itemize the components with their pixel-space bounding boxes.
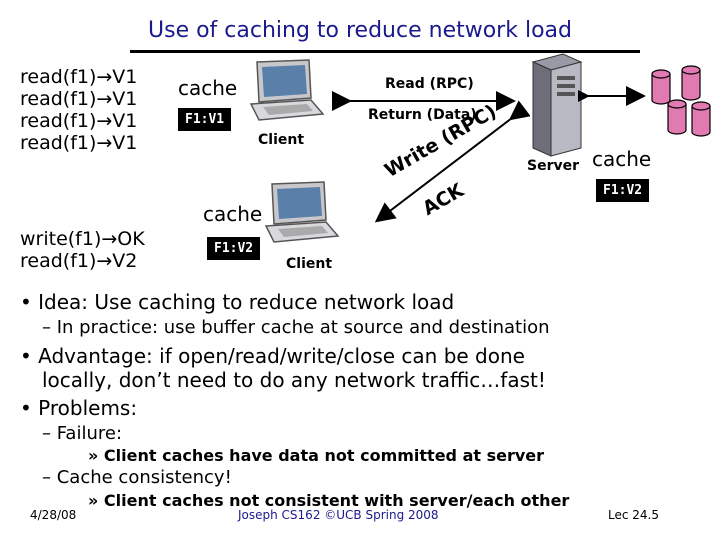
footer-date: 4/28/08 xyxy=(30,508,77,522)
footer-credit: Joseph CS162 ©UCB Spring 2008 xyxy=(238,508,439,522)
bullet-failure: – Failure: xyxy=(42,423,123,444)
op-line: read(f1)→V2 xyxy=(20,250,138,272)
client1-label: Client xyxy=(258,132,305,148)
op-line: read(f1)→V1 xyxy=(20,110,138,132)
client2-label: Client xyxy=(286,256,333,272)
bullet-failure-detail: » Client caches have data not committed … xyxy=(88,446,545,465)
op-line: write(f1)→OK xyxy=(20,228,145,250)
client1-cache-value: F1:V1 xyxy=(178,108,232,131)
return-data-label: Return (Data) xyxy=(368,107,477,123)
bullet-problems: • Problems: xyxy=(20,396,138,420)
bullet-advantage-line1: • Advantage: if open/read/write/close ca… xyxy=(20,344,525,368)
server-cache-value: F1:V2 xyxy=(596,179,650,202)
server-label: Server xyxy=(527,158,580,174)
laptop-icon xyxy=(264,181,340,243)
laptop-icon xyxy=(249,59,325,121)
bullet-consistency-detail: » Client caches not consistent with serv… xyxy=(88,491,570,510)
op-line: read(f1)→V1 xyxy=(20,132,138,154)
bullet-idea: • Idea: Use caching to reduce network lo… xyxy=(20,290,455,314)
read-rpc-label: Read (RPC) xyxy=(385,76,474,92)
ops-top-list: read(f1)→V1 read(f1)→V1 read(f1)→V1 read… xyxy=(20,66,137,154)
client2-cache-value: F1:V2 xyxy=(207,237,261,260)
title-rule xyxy=(130,50,640,53)
bullet-consistency: – Cache consistency! xyxy=(42,467,232,488)
slide-title: Use of caching to reduce network load xyxy=(148,18,572,43)
footer-lecture: Lec 24.5 xyxy=(608,508,659,522)
ops-bottom-list: write(f1)→OK read(f1)→V2 xyxy=(20,228,145,272)
bullet-advantage-line2: locally, don’t need to do any network tr… xyxy=(42,368,546,392)
server-icon xyxy=(531,53,583,157)
client2-cache-label: cache xyxy=(203,202,263,226)
rpc-arrows xyxy=(332,91,530,223)
disk-arrow xyxy=(578,86,646,106)
op-line: read(f1)→V1 xyxy=(20,88,138,110)
client1-cache-label: cache xyxy=(178,76,238,100)
disk-stack-icon xyxy=(651,65,711,137)
server-cache-label: cache xyxy=(592,147,652,171)
op-line: read(f1)→V1 xyxy=(20,66,138,88)
bullet-idea-sub: – In practice: use buffer cache at sourc… xyxy=(42,317,550,338)
